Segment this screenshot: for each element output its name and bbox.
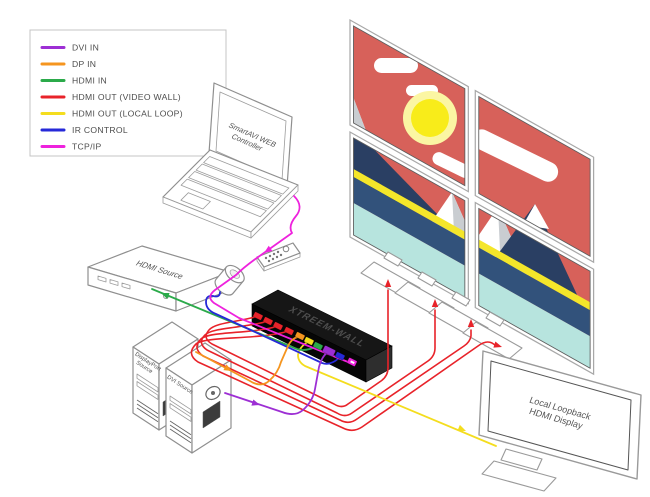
cable-hdmi-out-3 — [196, 325, 472, 424]
tower-drive-bays — [136, 373, 159, 400]
video-wall-stands — [360, 251, 523, 360]
cable-tcp — [209, 195, 349, 363]
cable-hdmi-out-2 — [200, 309, 436, 417]
tower-fan-hub — [211, 391, 215, 395]
controller-side — [365, 345, 393, 383]
arrow-hdmi-out-1 — [384, 279, 392, 287]
legend-item: HDMI IN — [40, 76, 107, 86]
tower-front-vent — [169, 420, 192, 444]
legend-label: DVI IN — [72, 43, 99, 53]
arrow-hdmi-out-loop — [457, 424, 466, 431]
port-hdmi-out-1 — [252, 311, 264, 321]
xtreem-wall-controller: XTREEM-WALL — [251, 289, 393, 383]
arrow-hdmi-out-3 — [467, 319, 475, 327]
legend-label: DP IN — [72, 59, 96, 69]
legend-item: DP IN — [40, 59, 96, 69]
laptop-trackpad — [180, 192, 211, 210]
legend-label: HDMI OUT (LOCAL LOOP) — [72, 109, 183, 119]
cable-dvi — [224, 351, 329, 415]
remote-body — [256, 242, 301, 268]
laptop-keyboard — [180, 156, 290, 218]
loopback-screen — [487, 360, 632, 471]
video-wall-bezels — [349, 18, 595, 376]
port-hdmi-in — [312, 341, 324, 351]
legend: DVI IN DP IN HDMI IN HDMI OUT (VIDEO WAL… — [29, 29, 227, 157]
rj45-pins — [350, 360, 355, 364]
tower-drive-bays — [169, 395, 192, 422]
legend-item: IR CONTROL — [40, 125, 128, 135]
monitor-2 — [474, 89, 595, 264]
port-ir — [334, 351, 346, 361]
cable-arrows — [161, 245, 502, 431]
cable-hdmi-out-4 — [190, 330, 496, 432]
hdmi-source: HDMI Source — [87, 245, 231, 312]
tower-side-vent — [202, 400, 221, 429]
port-hdmi-out-3 — [272, 321, 284, 331]
port-hdmi-out-loop — [303, 336, 315, 346]
loopback-stand-neck — [500, 448, 543, 471]
port-hdmi-out-4 — [283, 326, 295, 336]
arrow-hdmi-out-4 — [493, 341, 502, 348]
tower-front-vent — [136, 399, 159, 423]
laptop: SmartAVI WEBController — [162, 82, 299, 239]
port-hdmi-out-2 — [262, 316, 274, 326]
laptop-base-side — [250, 184, 299, 239]
arrow-hdmi-in — [161, 293, 170, 299]
arrow-dvi — [251, 399, 260, 406]
remote-control — [256, 242, 301, 272]
port-dvi-in — [322, 345, 336, 357]
cable-dp — [195, 336, 299, 386]
legend-label: HDMI OUT (VIDEO WALL) — [72, 92, 181, 102]
legend-label: IR CONTROL — [72, 125, 128, 135]
legend-label: TCP/IP — [72, 142, 102, 152]
loopback-display: Local LoopbackHDMI Display — [478, 350, 642, 492]
scene-sun — [410, 98, 449, 137]
monitor-1 — [349, 18, 469, 193]
legend-item: HDMI OUT (VIDEO WALL) — [40, 92, 181, 102]
legend-item: TCP/IP — [40, 142, 102, 152]
legend-label: HDMI IN — [72, 76, 107, 86]
arrow-tcp — [264, 245, 273, 253]
legend-item: HDMI OUT (LOCAL LOOP) — [40, 109, 183, 119]
loopback-stand-base — [481, 460, 557, 492]
monitor-4 — [474, 201, 595, 376]
arrow-hdmi-out-2 — [431, 299, 439, 307]
legend-box — [29, 29, 227, 157]
port-dp-in — [294, 331, 306, 341]
loopback-label: Local LoopbackHDMI Display — [524, 395, 593, 432]
arrow-dp — [223, 364, 232, 371]
remote-buttons — [264, 245, 290, 263]
cable-hdmi-out-1 — [205, 289, 389, 408]
cable-ir — [205, 291, 340, 365]
controller-ports — [252, 311, 358, 367]
monitor-3 — [349, 130, 469, 305]
legend-item: DVI IN — [40, 43, 99, 53]
